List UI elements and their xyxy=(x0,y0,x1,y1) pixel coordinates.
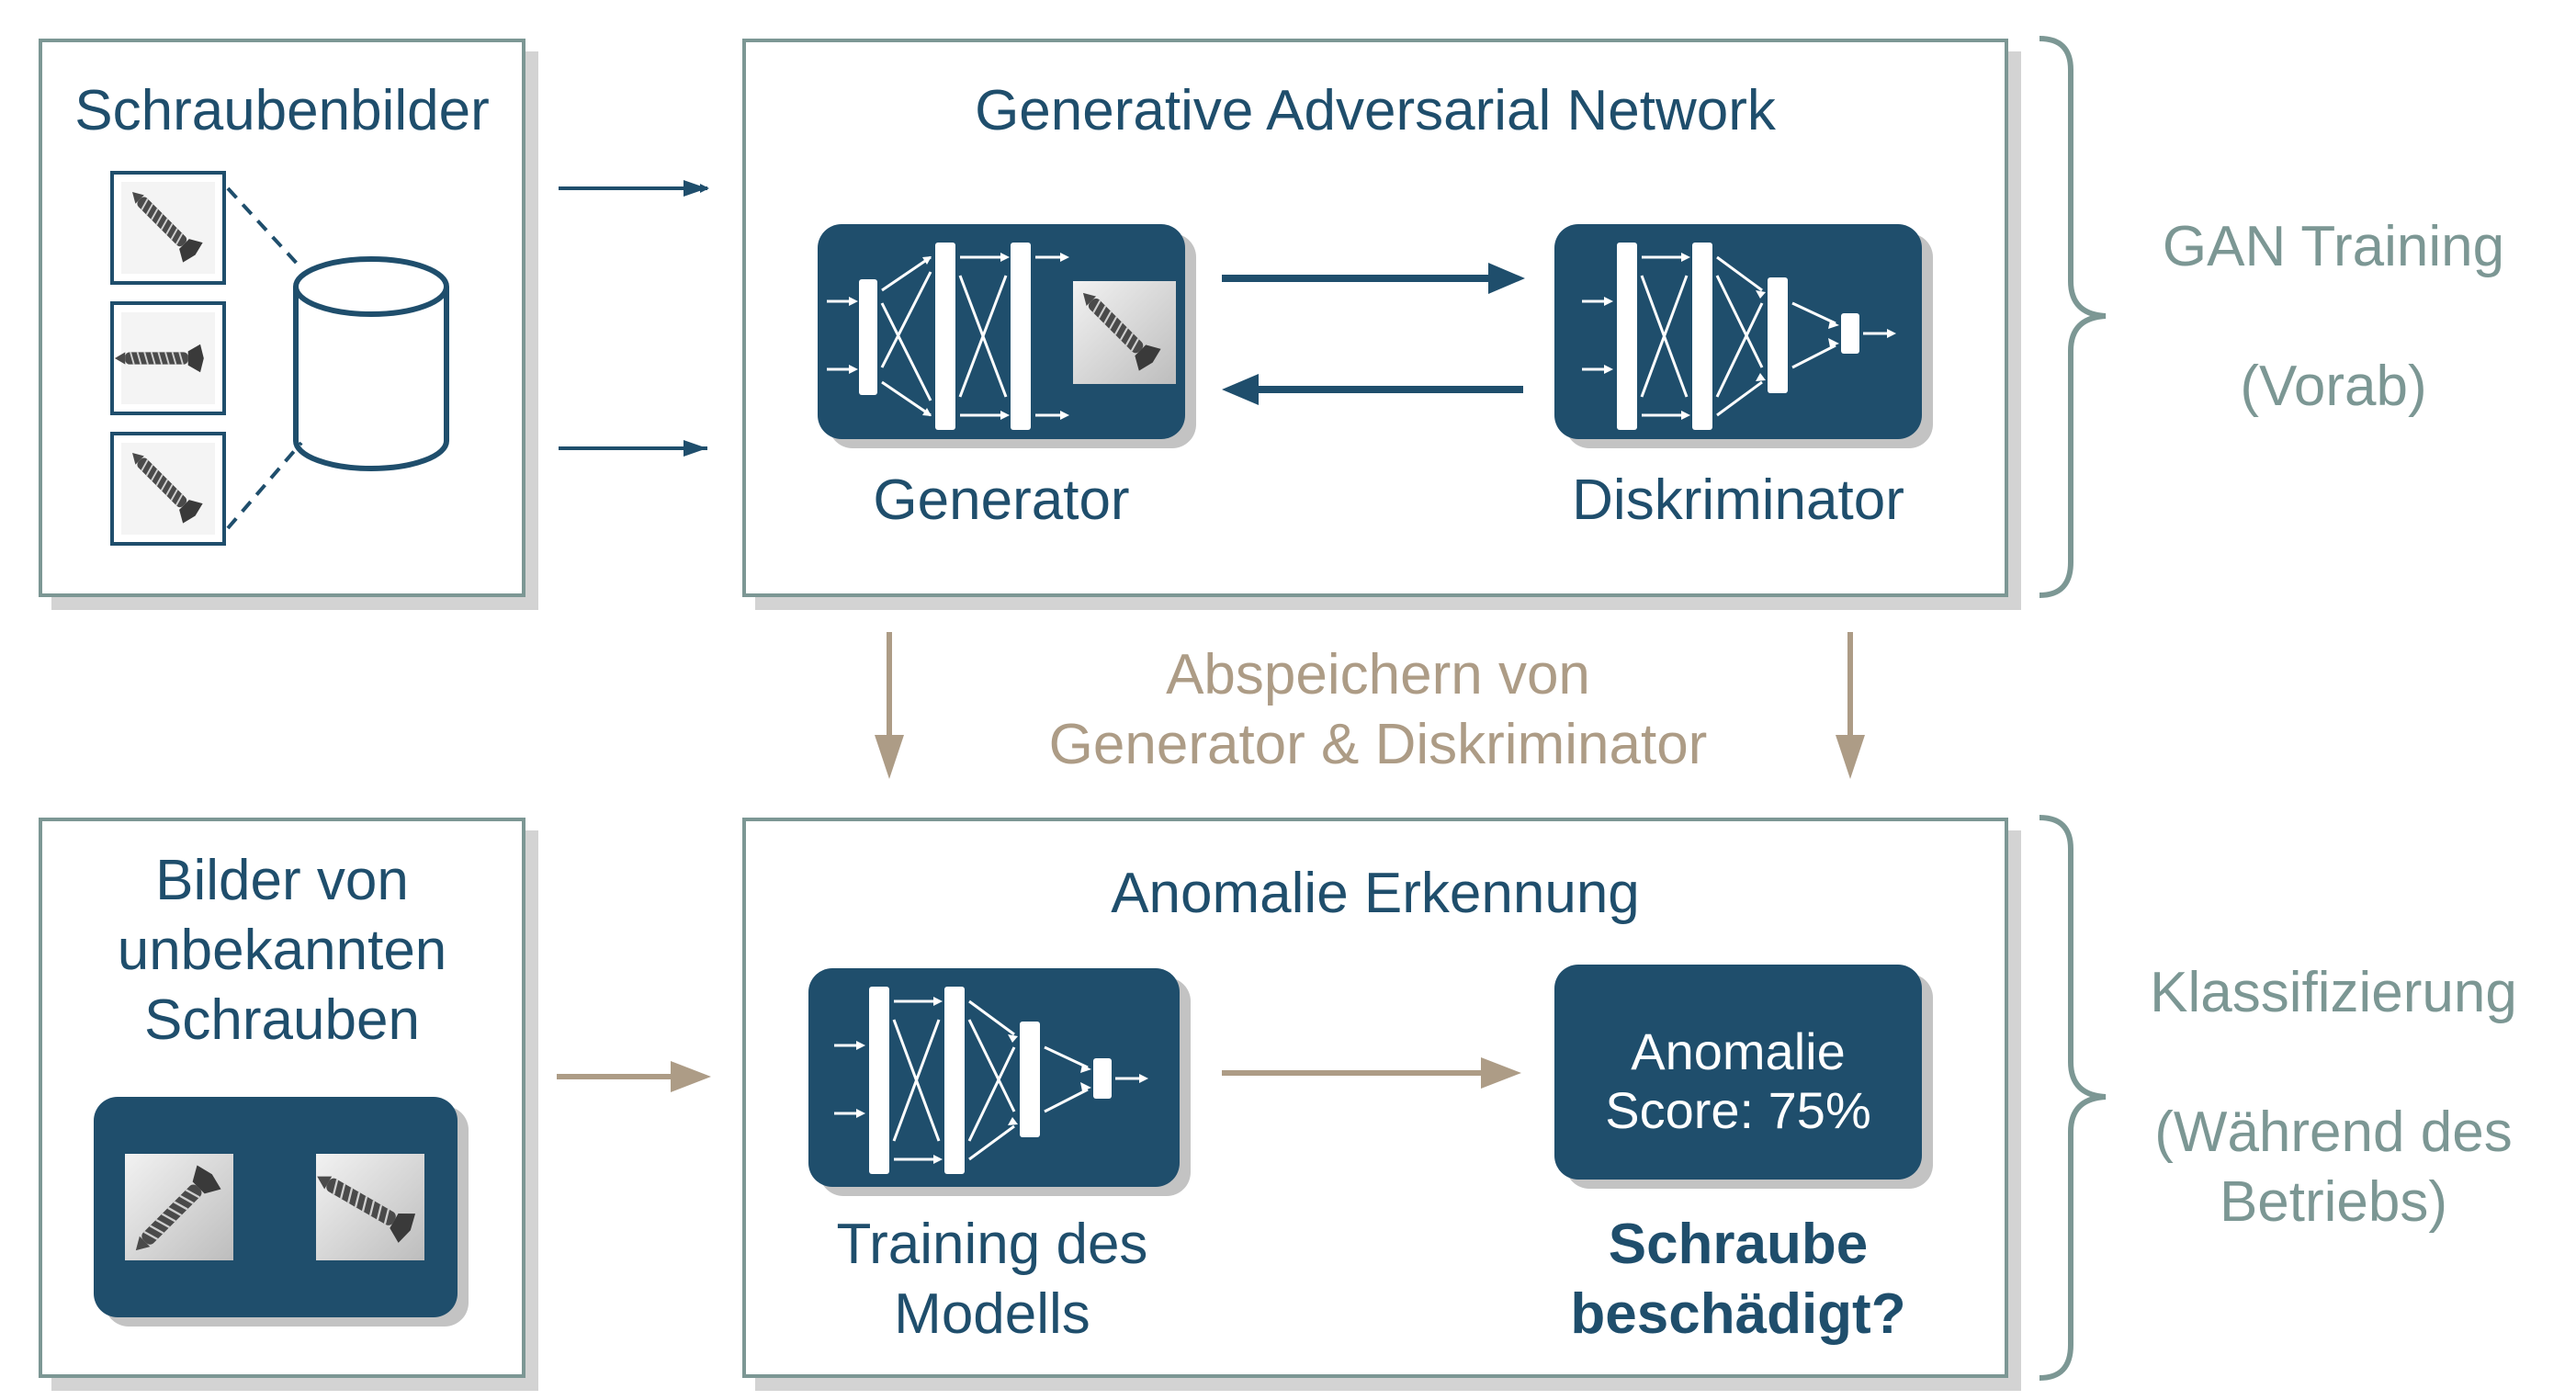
unknown-screws-panel xyxy=(94,1097,469,1327)
discriminator-label: Diskriminator xyxy=(1572,469,1904,532)
gan-training-label: GAN Training xyxy=(2162,215,2505,278)
gan-title: Generative Adversarial Network xyxy=(975,79,1776,142)
anomaly-score-line1: Anomalie xyxy=(1631,1022,1846,1080)
classification-sublabel-line2: Betriebs) xyxy=(2219,1170,2448,1234)
anomaly-score-value: Score: 75% xyxy=(1605,1081,1871,1139)
unknown-screws-title-line2: unbekannten xyxy=(117,919,447,982)
anomaly-detection-title: Anomalie Erkennung xyxy=(1111,862,1640,925)
screw-thumbnail xyxy=(110,171,226,285)
screw-thumbnail xyxy=(110,301,226,415)
screw-damaged-question-line2: beschädigt? xyxy=(1570,1282,1906,1346)
gan-training-sublabel: (Vorab) xyxy=(2240,355,2427,418)
database-cylinder-icon xyxy=(226,186,449,530)
screw-thumbnail xyxy=(110,432,226,546)
training-network-icon xyxy=(808,968,1191,1196)
classification-label: Klassifizierung xyxy=(2150,961,2517,1024)
save-models-text-line1: Abspeichern von xyxy=(1166,643,1590,706)
save-models-text-line2: Generator & Diskriminator xyxy=(1048,713,1708,776)
unknown-screws-title-line1: Bilder von xyxy=(155,849,409,912)
generator-label: Generator xyxy=(873,469,1130,532)
discriminator-network-icon xyxy=(1554,224,1933,448)
generator-network-icon xyxy=(818,224,1196,448)
unknown-screws-title-line3: Schrauben xyxy=(144,988,420,1052)
anomaly-score-box xyxy=(1554,965,1933,1189)
screw-images-title: Schraubenbilder xyxy=(74,79,490,142)
training-label-line1: Training des xyxy=(836,1213,1148,1276)
curly-brace-icon xyxy=(2039,36,2107,598)
curly-brace-icon xyxy=(2039,815,2107,1381)
screw-damaged-question-line1: Schraube xyxy=(1608,1213,1869,1276)
training-label-line2: Modells xyxy=(894,1282,1090,1346)
classification-sublabel-line1: (Während des xyxy=(2154,1101,2513,1164)
